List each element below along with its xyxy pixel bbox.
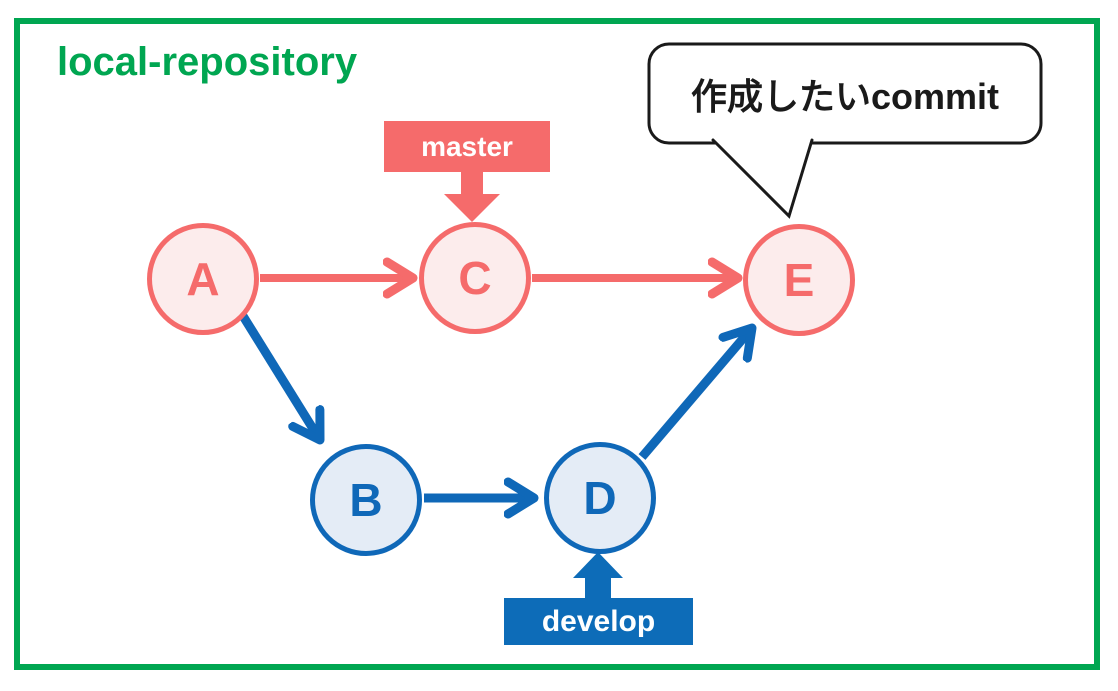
commit-label: E [783,254,815,306]
commit-label: C [458,252,492,304]
commit-node-e: E [743,224,855,336]
branch-label-text: develop [541,604,656,638]
local-repository-frame [14,18,1100,670]
branch-label-text: master [421,130,513,162]
commit-node-a: A [147,223,259,335]
commit-label: A [186,253,220,305]
commit-node-c: C [419,222,531,334]
commit-label: B [349,474,383,526]
commit-label: D [583,472,617,524]
callout-text: 作成したいcommit [690,75,1000,117]
branch-label-master: master [384,121,550,172]
branch-label-develop: develop [504,598,693,645]
commit-node-d: D [544,442,656,554]
diagram-title: local-repository [57,40,358,84]
commit-node-b: B [310,444,422,556]
